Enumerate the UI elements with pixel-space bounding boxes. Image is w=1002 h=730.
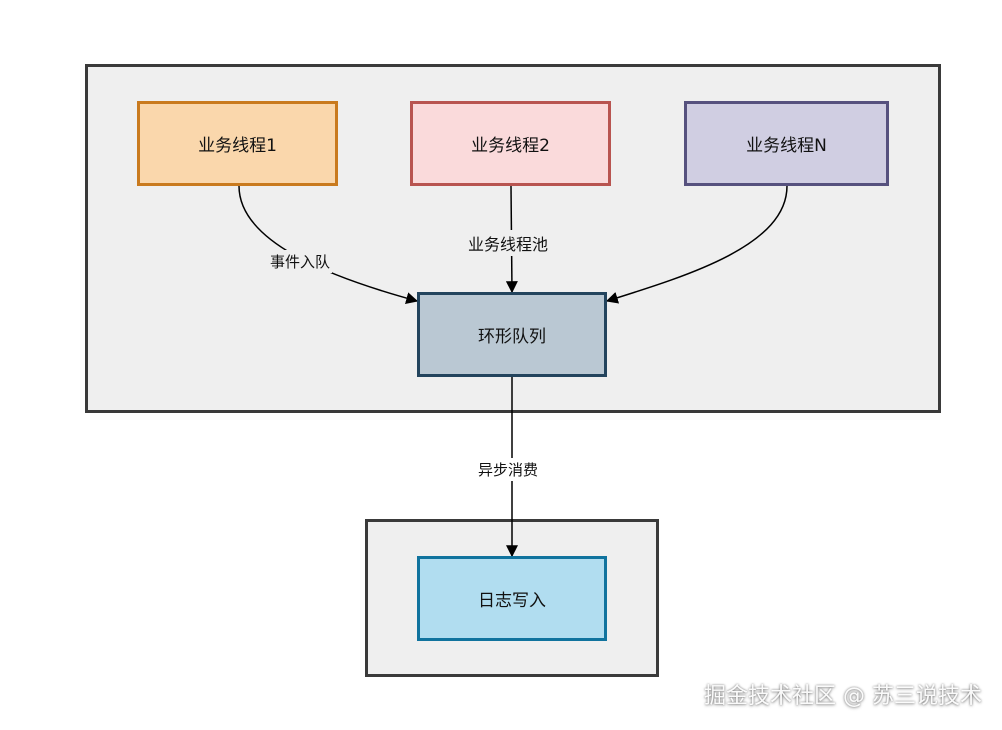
business-thread-1-label: 业务线程1: [198, 136, 277, 156]
business-thread-n-node: 业务线程N: [684, 101, 889, 186]
enqueue-edge-label: 事件入队: [268, 250, 333, 273]
business-thread-2-label: 业务线程2: [471, 136, 550, 156]
async-consume-edge-label: 异步消费: [476, 458, 541, 481]
watermark: 掘金技术社区 @ 苏三说技术: [704, 684, 982, 709]
business-thread-n-label: 业务线程N: [746, 136, 827, 156]
thread-pool-label: 业务线程池: [466, 230, 551, 256]
ring-queue-node: 环形队列: [417, 292, 607, 377]
business-thread-1-node: 业务线程1: [137, 101, 338, 186]
log-write-node: 日志写入: [417, 556, 607, 641]
ring-queue-label: 环形队列: [478, 327, 546, 347]
log-write-label: 日志写入: [478, 591, 546, 611]
business-thread-2-node: 业务线程2: [410, 101, 611, 186]
